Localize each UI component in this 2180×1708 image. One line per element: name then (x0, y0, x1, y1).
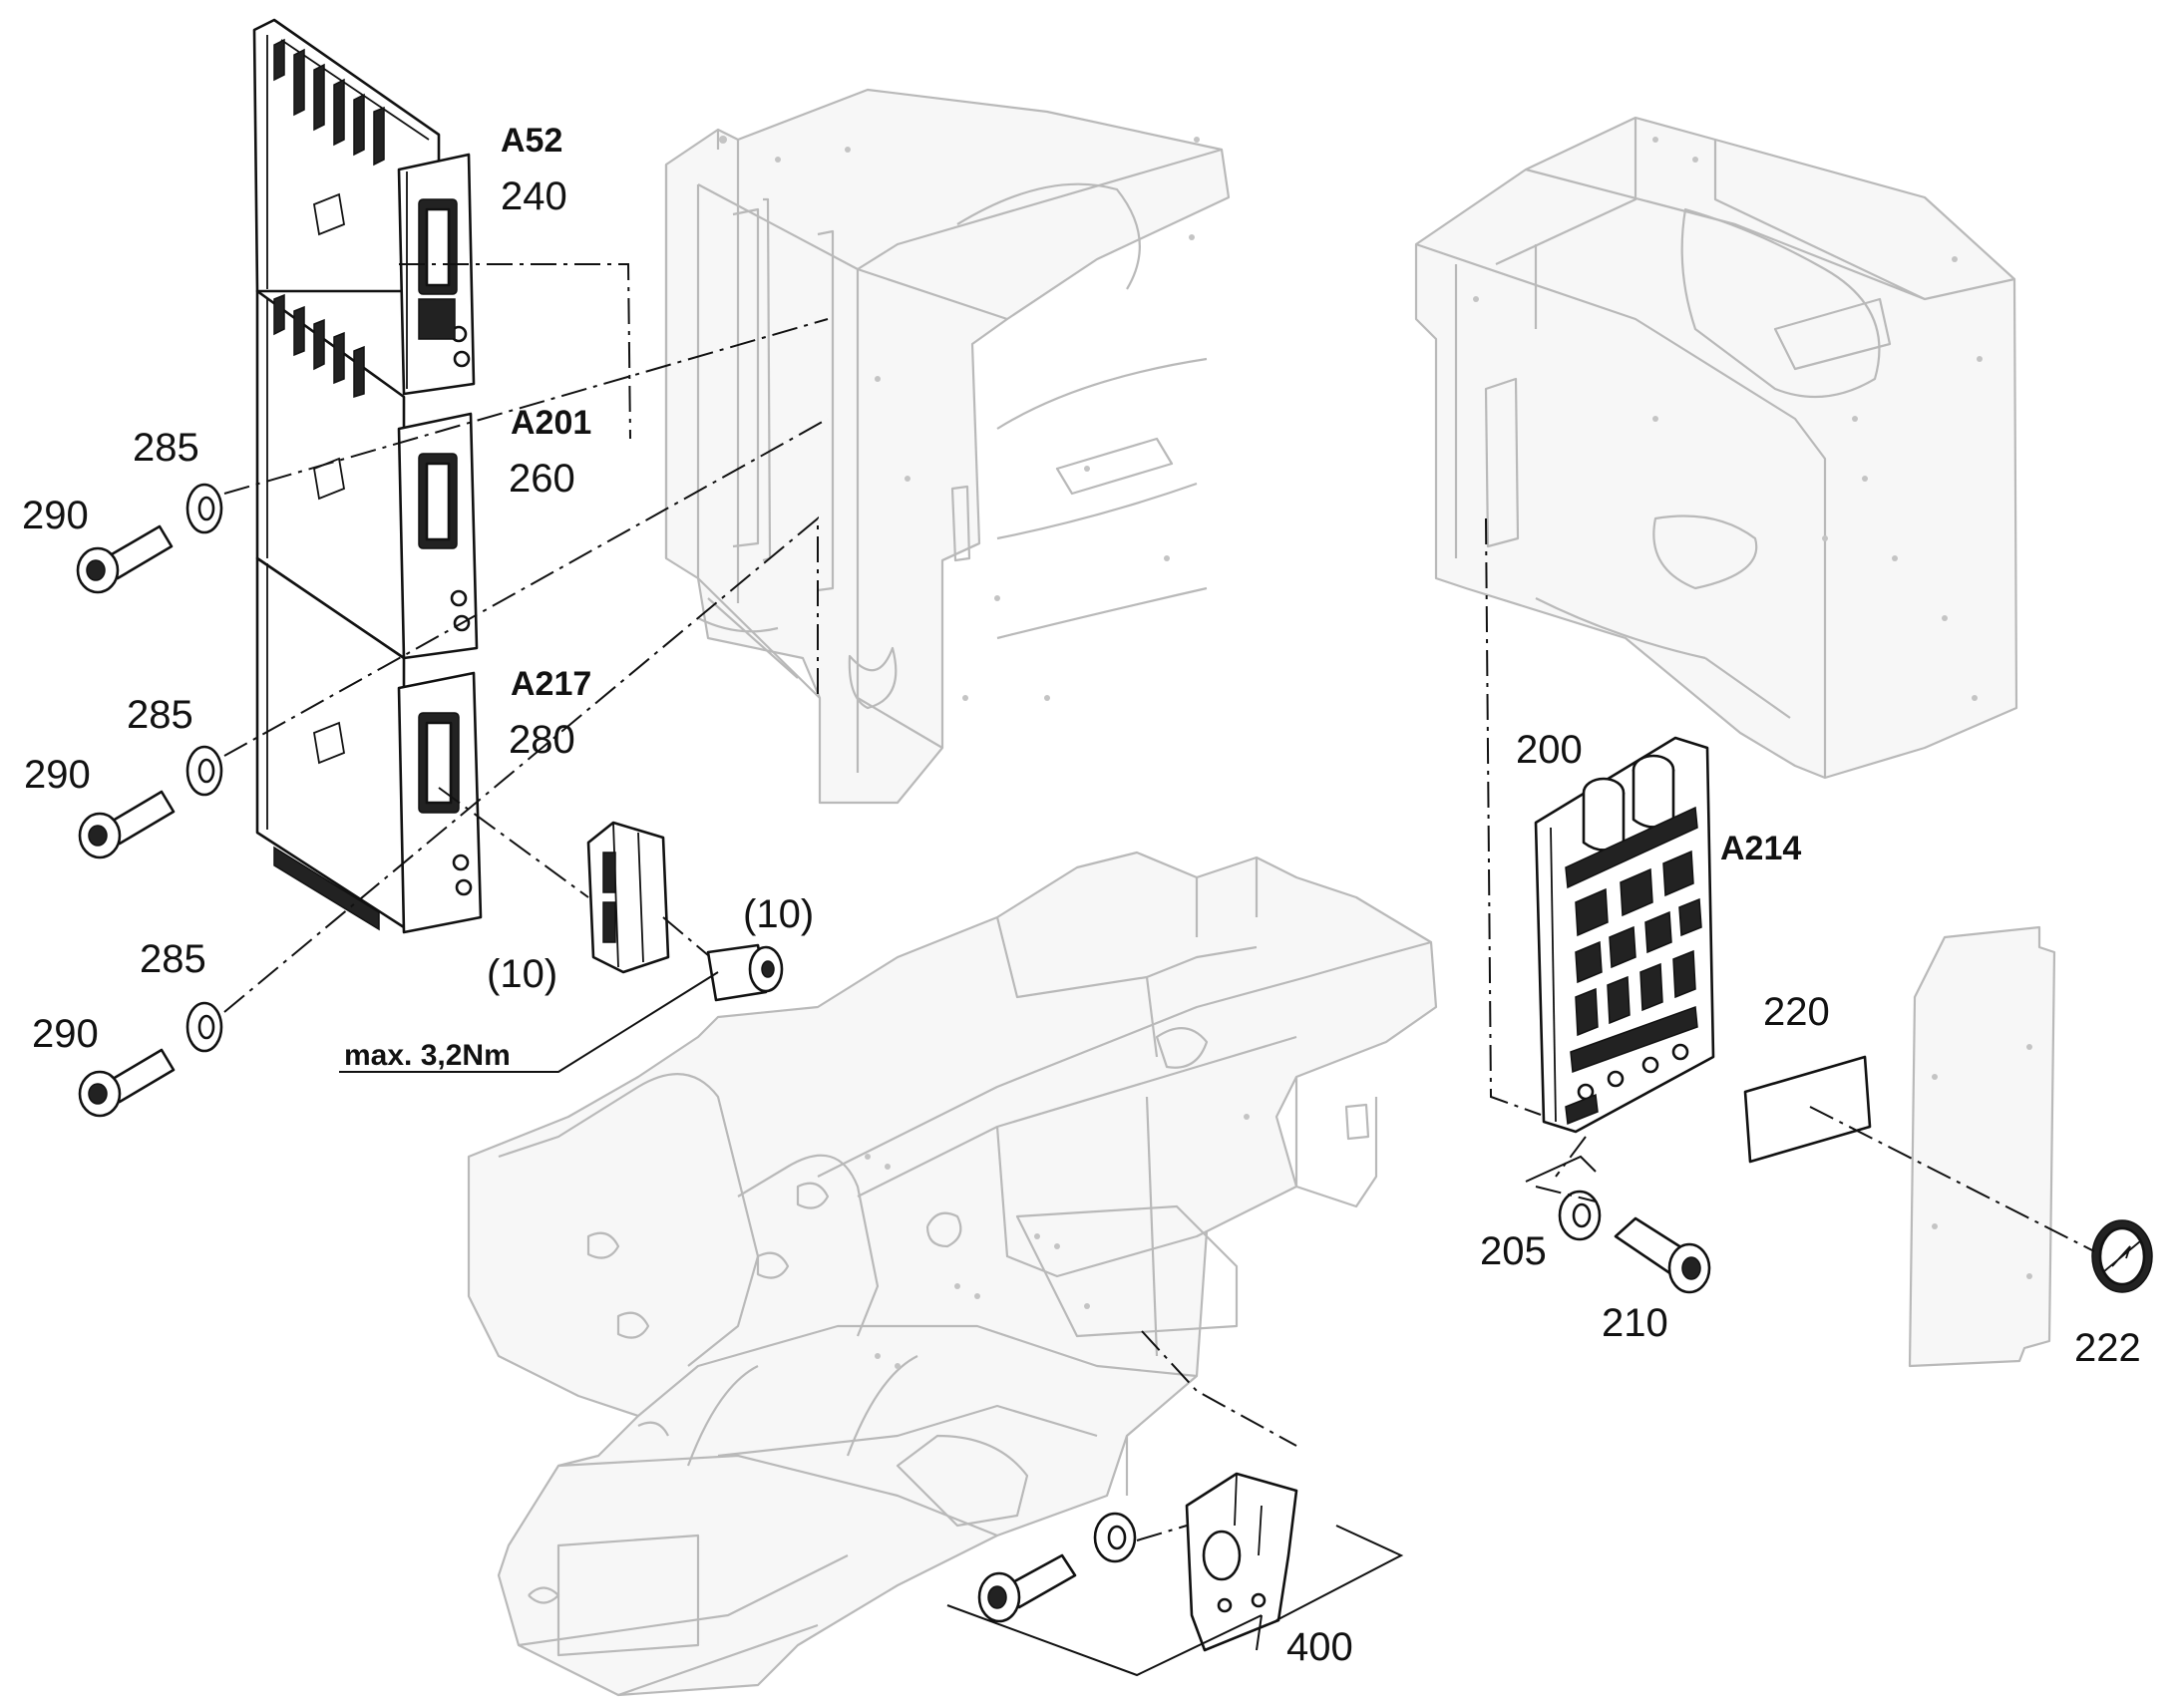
frame-upper-right (1414, 116, 2018, 780)
label-plug-ref-a: (10) (743, 892, 814, 936)
chassis-frame (467, 851, 1438, 1697)
assembly-lines (223, 263, 2095, 1677)
washer-285-low (185, 1001, 223, 1053)
label-205: 205 (1480, 1229, 1547, 1273)
bolt-290-top (76, 524, 174, 594)
control-module-a217 (255, 556, 483, 934)
washer-205 (1558, 1190, 1602, 1241)
label-200: 200 (1516, 728, 1583, 772)
label-a214: A214 (1720, 830, 1801, 867)
washer-285-top (185, 483, 223, 534)
control-module-a52 (252, 18, 476, 396)
label-sheet-220 (1743, 1055, 1872, 1164)
label-220: 220 (1763, 990, 1830, 1034)
callout-labels: A52 240 A201 260 A217 280 285 290 285 29… (22, 122, 2141, 1669)
washer-285-mid (185, 745, 223, 797)
label-285-top: 285 (133, 426, 199, 470)
label-plug-ref-b: (10) (487, 952, 557, 996)
label-400: 400 (1286, 1625, 1353, 1669)
label-222: 222 (2074, 1326, 2141, 1370)
label-290-low: 290 (32, 1012, 99, 1056)
circuit-board-a214 (1534, 736, 1715, 1134)
label-260: 260 (509, 457, 575, 501)
label-240: 240 (501, 174, 567, 218)
washer-400 (1093, 1512, 1137, 1563)
label-a52: A52 (501, 122, 562, 160)
label-285-low: 285 (140, 937, 206, 981)
bolt-290-low (78, 1048, 176, 1118)
connector-plug (586, 821, 670, 974)
label-280: 280 (509, 718, 575, 762)
label-torque: max. 3,2Nm (344, 1039, 511, 1072)
label-a201: A201 (511, 404, 591, 442)
bolt-400 (977, 1553, 1077, 1623)
frame-upper-middle (664, 88, 1231, 805)
bracket-400 (1185, 1472, 1298, 1652)
side-cover-panel (1908, 925, 2056, 1368)
label-285-mid: 285 (127, 693, 193, 737)
bolt-290-mid (78, 790, 176, 859)
sticker-222 (2091, 1219, 2153, 1293)
label-210: 210 (1602, 1301, 1668, 1345)
plug-screw (706, 943, 784, 1002)
label-a217: A217 (511, 665, 591, 703)
label-290-top: 290 (22, 494, 89, 537)
bolt-210 (1614, 1216, 1711, 1294)
label-290-mid: 290 (24, 753, 91, 797)
